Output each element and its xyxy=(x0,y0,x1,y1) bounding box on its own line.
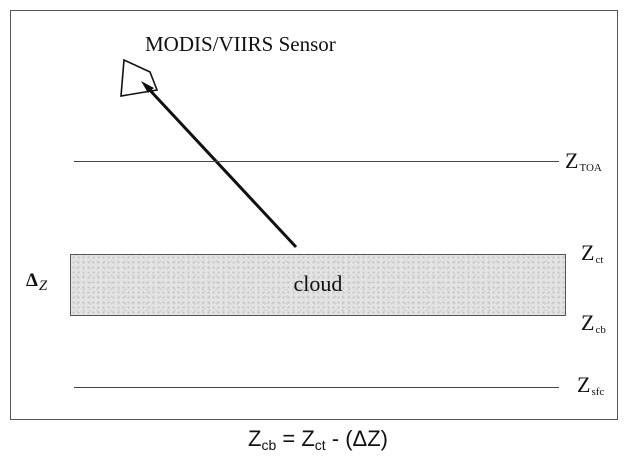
sensor-label: MODIS/VIIRS Sensor xyxy=(145,32,336,56)
cloud-label: cloud xyxy=(293,271,343,296)
cloud-base-label: Zcb xyxy=(581,310,606,336)
cloud-base-formula: Zcb = Zct - (ΔZ) xyxy=(247,426,388,453)
diagram-frame xyxy=(10,10,618,420)
surface-line xyxy=(74,387,559,388)
view-line xyxy=(144,84,298,249)
toa-label: ZTOA xyxy=(565,148,602,174)
toa-line xyxy=(74,161,559,162)
cloud-top-label: Zct xyxy=(581,240,604,266)
surface-label: Zsfc xyxy=(577,372,605,398)
cloud-layer: cloud xyxy=(70,254,566,316)
cloud-thickness-label: ΔZ xyxy=(26,270,48,294)
arrowhead xyxy=(141,81,154,93)
